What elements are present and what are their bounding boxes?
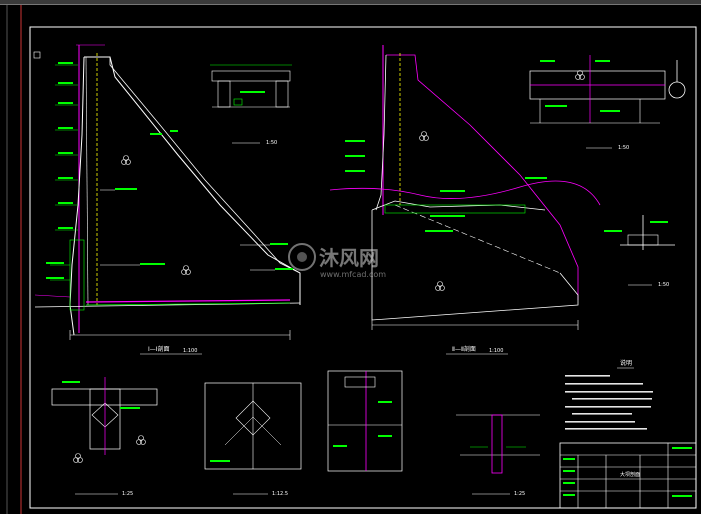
detail-bottom-2-scale: 1:12.5	[272, 491, 288, 497]
dam-section-left: Ⅰ—Ⅰ剖面 1:100	[34, 44, 301, 355]
dam-section-right: Ⅱ—Ⅱ剖面 1:100	[329, 45, 601, 355]
detail-bottom-4: 1:25	[456, 414, 540, 497]
detail-top-scale: 1:50	[266, 140, 277, 146]
detail-bottom-1: 1:25	[51, 377, 158, 497]
general-notes: 说明	[565, 359, 653, 430]
detail-top-center: 1:50	[210, 64, 292, 146]
detail-bottom-4-scale: 1:25	[514, 491, 525, 497]
detail-top-right-scale: 1:50	[618, 145, 629, 151]
detail-bottom-1-scale: 1:25	[122, 491, 133, 497]
watermark: 沐风网 www.mfcad.com	[288, 243, 386, 279]
section-a-title: Ⅰ—Ⅰ剖面	[148, 345, 170, 353]
detail-right-mid-scale: 1:50	[658, 282, 669, 288]
title-block-drawing-name: 大坝剖面	[620, 471, 640, 478]
viewer-top-bar	[0, 0, 701, 5]
detail-bottom-3	[327, 370, 403, 472]
title-block: 大坝剖面	[559, 442, 697, 509]
drawing-border	[29, 26, 697, 509]
cad-drawing-sheet: Ⅰ—Ⅰ剖面 1:100 1:50	[6, 5, 697, 514]
section-b-title: Ⅱ—Ⅱ剖面	[452, 345, 476, 353]
detail-top-right: 1:50	[529, 55, 686, 151]
section-a-scale: 1:100	[183, 348, 197, 354]
notes-heading: 说明	[620, 359, 632, 367]
watermark-url: www.mfcad.com	[320, 270, 386, 279]
section-b-scale: 1:100	[489, 348, 503, 354]
detail-right-mid: 1:50	[604, 215, 675, 288]
detail-bottom-2: 1:12.5	[204, 382, 302, 497]
watermark-brand: 沐风网	[319, 246, 379, 270]
